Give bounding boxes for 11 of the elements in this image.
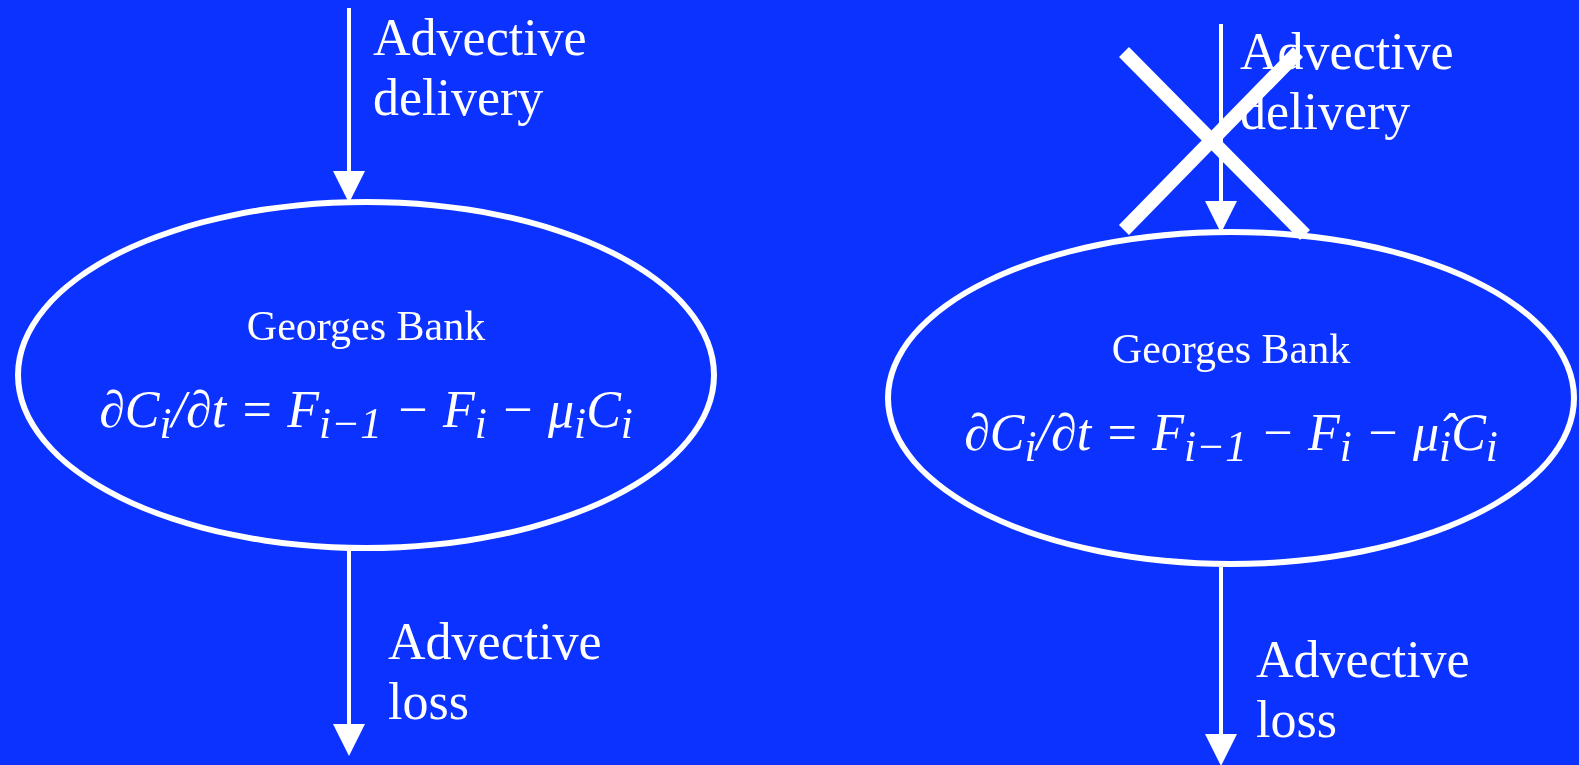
node-title: Georges Bank [1111,324,1351,373]
edge-label: Advective loss [388,612,603,732]
ellipse-node [885,229,1577,567]
edge-label: Advective delivery [373,8,588,128]
edge-label: Advective loss [1256,630,1471,750]
ellipse-node [15,199,717,551]
equation: ∂C$_{i}$/∂t = F$_{i−1}$ − F$_{i}$ − μ$_{i}$C$_{i}$ [99,379,633,449]
node-title: Georges Bank [246,301,486,350]
arrow [1205,567,1237,765]
arrow [333,551,365,756]
equation: ∂C$_{i}$/∂t = F$_{i−1}$ − F$_{i}$ − μ̂$_{i}$C$_{i}$ [964,402,1498,472]
